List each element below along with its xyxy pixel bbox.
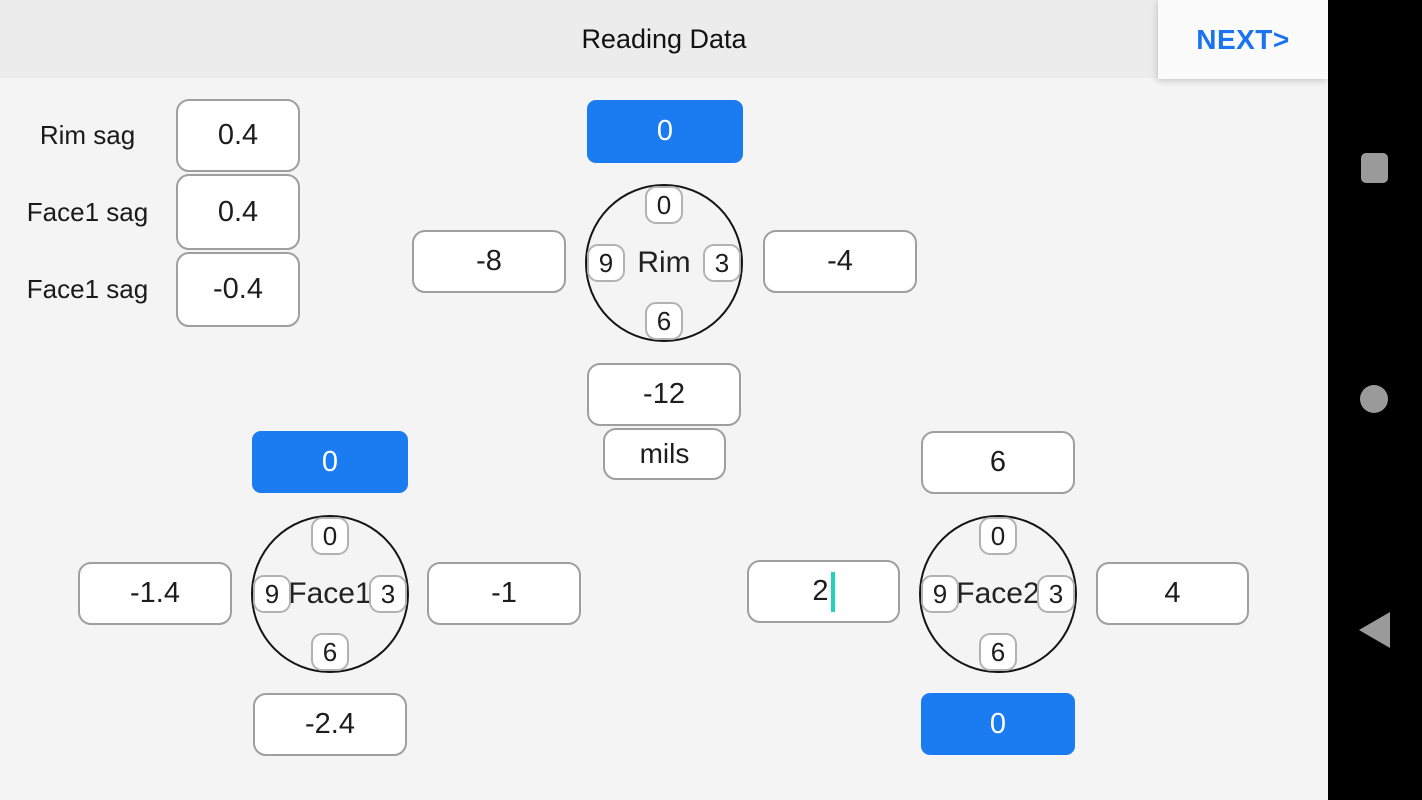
face2-clock-6-chip: 6 — [979, 633, 1017, 671]
face1-clock-6-chip: 6 — [311, 633, 349, 671]
rim-dial-circle: Rim — [585, 184, 743, 342]
face1-9oclock-field[interactable]: -1.4 — [78, 562, 232, 625]
face1-6oclock-field[interactable]: -2.4 — [253, 693, 407, 756]
rim-9oclock-field[interactable]: -8 — [412, 230, 566, 293]
rim-6oclock-field[interactable]: -12 — [587, 363, 741, 426]
rim-dial-name: Rim — [637, 246, 691, 279]
next-button[interactable]: NEXT> — [1158, 0, 1328, 79]
rim-clock-9-chip: 9 — [587, 244, 625, 282]
face1-sag-field[interactable]: 0.4 — [176, 174, 300, 250]
android-nav-bar — [1328, 0, 1422, 800]
rim-3oclock-field[interactable]: -4 — [763, 230, 917, 293]
page-title: Reading Data — [581, 23, 747, 54]
units-field[interactable]: mils — [603, 428, 726, 480]
face2-dial-circle: Face2 — [919, 515, 1077, 673]
face2-dial-name: Face2 — [956, 577, 1040, 610]
face2-sag-label: Face1 sag — [26, 274, 149, 304]
rim-clock-0-chip: 0 — [645, 186, 683, 224]
rim-clock-3-chip: 3 — [703, 244, 741, 282]
text-cursor — [830, 571, 835, 612]
rim-clock-6-chip: 6 — [645, 302, 683, 340]
next-button-label: NEXT> — [1196, 23, 1290, 55]
home-circle-icon[interactable] — [1360, 385, 1388, 413]
face2-0oclock-field[interactable]: 6 — [921, 431, 1075, 494]
face1-clock-9-chip: 9 — [253, 575, 291, 613]
face2-3oclock-field[interactable]: 4 — [1096, 562, 1249, 625]
face1-top-zero-button[interactable]: 0 — [252, 431, 408, 493]
face2-bottom-zero-button[interactable]: 0 — [921, 693, 1075, 755]
header-bar — [0, 0, 1328, 78]
face1-clock-3-chip: 3 — [369, 575, 407, 613]
back-triangle-icon[interactable] — [1359, 612, 1390, 648]
face2-clock-0-chip: 0 — [979, 517, 1017, 555]
face2-sag-field[interactable]: -0.4 — [176, 252, 300, 327]
face1-clock-0-chip: 0 — [311, 517, 349, 555]
recents-square-icon[interactable] — [1361, 153, 1388, 183]
face1-3oclock-field[interactable]: -1 — [427, 562, 581, 625]
face2-clock-3-chip: 3 — [1037, 575, 1075, 613]
rim-top-zero-button[interactable]: 0 — [587, 100, 743, 163]
rim-sag-field[interactable]: 0.4 — [176, 99, 300, 172]
face1-dial-circle: Face1 — [251, 515, 409, 673]
face2-9oclock-field[interactable]: 2 — [747, 560, 900, 623]
face1-dial-name: Face1 — [288, 577, 372, 610]
face1-sag-label: Face1 sag — [26, 196, 149, 227]
face2-clock-9-chip: 9 — [921, 575, 959, 613]
face2-9oclock-value: 2 — [812, 575, 829, 607]
rim-sag-label: Rim sag — [39, 120, 136, 150]
